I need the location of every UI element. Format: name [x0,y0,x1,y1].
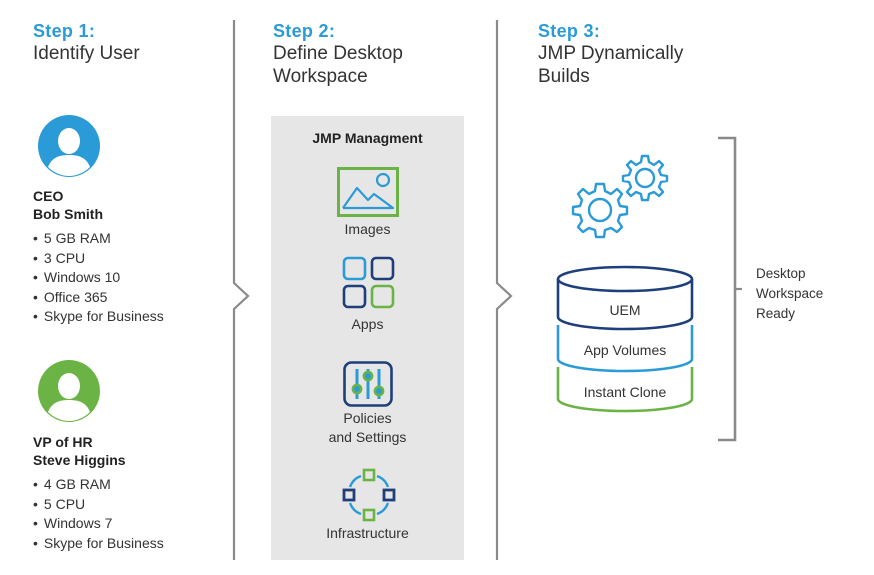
step-2-label: Step 2: [273,21,336,41]
infrastructure-label: Infrastructure [326,525,409,541]
ready-line-2: Workspace [756,286,824,301]
step-3-title-line-1: JMP Dynamically [538,43,684,64]
sliders-icon [343,361,393,407]
panel-title: JMP Managment [312,130,423,146]
user-spec-list: 5 GB RAM 3 CPU Windows 10 Office 365 Sky… [33,229,164,327]
user-role: CEO [33,188,64,204]
spec-item: Windows 7 [33,514,164,534]
apps-label: Apps [351,316,384,332]
user-name: Bob Smith [33,206,103,222]
step-2-title-line-2: Workspace [273,66,368,87]
layer-app-volumes-label: App Volumes [583,342,667,358]
spec-item: 4 GB RAM [33,475,164,495]
user-card-ceo: CEO Bob Smith 5 GB RAM 3 CPU Windows 10 … [33,187,164,327]
step-3-label: Step 3: [538,21,601,41]
step-3-title-line-2: Builds [538,66,590,87]
step-1-label: Step 1: [33,21,96,41]
desktop-workspace-ready-label: Desktop Workspace Ready [756,264,823,324]
spec-item: 3 CPU [33,249,164,269]
step-2-title-line-1: Define Desktop [273,43,403,64]
user-avatar-icon [38,115,100,177]
result-bracket [718,136,742,442]
step-3-header: Step 3: JMP Dynamically Builds [538,21,683,88]
layer-stack-database [556,265,694,413]
layer-uem-label: UEM [609,302,641,318]
jmp-management-panel: JMP Managment Images Apps Policies and S… [271,116,464,560]
spec-item: 5 CPU [33,495,164,515]
gears-icon [571,154,669,239]
spec-item: Skype for Business [33,307,164,327]
user-role: VP of HR [33,434,93,450]
divider-step-2-3 [495,20,513,560]
user-card-vp-hr: VP of HR Steve Higgins 4 GB RAM 5 CPU Wi… [33,433,164,553]
ready-line-1: Desktop [756,266,806,281]
spec-item: 5 GB RAM [33,229,164,249]
step-1-header: Step 1: Identify User [33,21,140,65]
policies-label-line-1: Policies [343,410,392,426]
layer-instant-clone-label: Instant Clone [583,384,667,400]
divider-step-1-2 [232,20,250,560]
spec-item: Windows 10 [33,268,164,288]
step-1-title: Identify User [33,43,140,64]
network-icon [342,468,396,522]
user-spec-list: 4 GB RAM 5 CPU Windows 7 Skype for Busin… [33,475,164,553]
user-name: Steve Higgins [33,452,126,468]
images-label: Images [344,221,391,237]
spec-item: Office 365 [33,288,164,308]
database-top-ellipse [556,265,694,293]
ready-line-3: Ready [756,306,796,321]
user-avatar-icon [38,360,100,422]
step-2-header: Step 2: Define Desktop Workspace [273,21,403,88]
apps-grid-icon [342,256,395,309]
image-icon [337,167,399,217]
spec-item: Skype for Business [33,534,164,554]
policies-label-line-2: and Settings [328,429,407,445]
